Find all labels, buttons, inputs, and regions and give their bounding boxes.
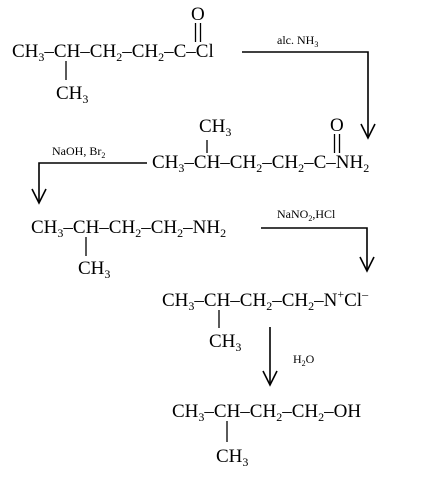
compound-amine: CH3–CH–CH2–CH2–NH2 CH3: [31, 217, 226, 281]
arrow-step-3-line: [261, 227, 368, 270]
reagent-step-3: NaNO2,HCl: [277, 207, 336, 223]
alcohol-methyl: CH3: [216, 446, 248, 469]
reagent-step-2: NaOH, Br2: [52, 144, 105, 160]
amide-oxygen: O: [330, 115, 344, 136]
alcohol-chain: CH3–CH–CH2–CH2–OH: [172, 401, 361, 424]
arrow-step-1-head: [360, 123, 376, 140]
acyl-chloride-chain: CH3–CH–CH2–CH2–C–Cl: [12, 41, 214, 64]
amide-chain: CH3–CH–CH2–CH2–C–NH2: [152, 152, 369, 175]
reagent-step-4: H2O: [293, 352, 315, 368]
acyl-chloride-oxygen: O: [191, 4, 205, 25]
diazonium-methyl: CH3: [209, 331, 241, 354]
arrow-step-1: alc. NH3: [242, 33, 376, 140]
arrow-step-2-head: [31, 188, 47, 205]
amide-methyl: CH3: [199, 116, 231, 139]
arrow-step-2: NaOH, Br2: [31, 144, 147, 205]
arrow-step-3: NaNO2,HCl: [261, 207, 375, 273]
compound-acyl-chloride: CH3–CH–CH2–CH2–C–Cl CH3 O: [12, 4, 214, 106]
arrow-step-3-head: [359, 256, 375, 273]
amine-chain: CH3–CH–CH2–CH2–NH2: [31, 217, 226, 240]
diazonium-chain: CH3–CH–CH2–CH2–N+Cl–: [162, 287, 369, 313]
compound-diazonium-salt: CH3–CH–CH2–CH2–N+Cl– CH3: [162, 287, 369, 354]
arrow-step-4-head: [262, 370, 278, 387]
arrow-step-1-line: [242, 51, 369, 137]
compound-amide: CH3 CH3–CH–CH2–CH2–C–NH2 O: [152, 115, 369, 175]
compound-alcohol: CH3–CH–CH2–CH2–OH CH3: [172, 401, 361, 469]
acyl-chloride-methyl: CH3: [56, 83, 88, 106]
arrow-step-2-line: [38, 162, 147, 202]
reagent-step-1: alc. NH3: [277, 33, 318, 49]
arrow-step-4: H2O: [262, 327, 315, 387]
amine-methyl: CH3: [78, 258, 110, 281]
